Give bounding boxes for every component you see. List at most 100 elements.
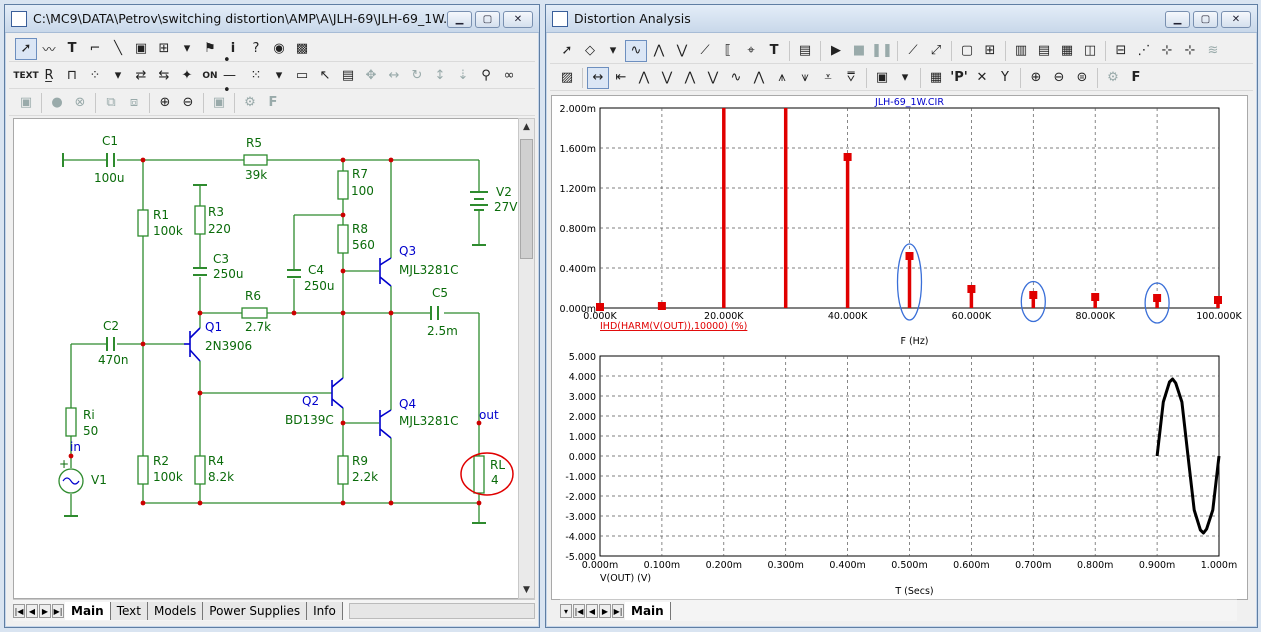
tag-icon[interactable]: ⌖	[747, 43, 755, 58]
component-icon[interactable]: ▣	[19, 95, 33, 110]
connect-icon[interactable]: ⇄	[135, 68, 147, 83]
minor-grid-icon[interactable]: ▦	[1060, 43, 1074, 58]
shape-icon[interactable]: ◇	[585, 43, 595, 58]
zoom-fit-icon[interactable]: ⊜	[1076, 70, 1088, 85]
flag-icon[interactable]: ⚑	[204, 41, 216, 56]
point-line-icon[interactable]: ⤢	[930, 43, 942, 58]
meter-icon[interactable]: ◉	[273, 41, 285, 56]
probe-icon[interactable]: ▩	[295, 41, 309, 56]
bracket-icon[interactable]: ⟦	[724, 43, 732, 58]
tab-main[interactable]: Main	[625, 601, 671, 620]
cursor-mode-icon[interactable]: ↔	[587, 66, 609, 89]
stop-icon[interactable]: ●	[51, 95, 63, 110]
pointer-icon[interactable]: ↖	[319, 68, 331, 83]
valley-icon[interactable]: ⋁	[676, 43, 688, 58]
slope-icon[interactable]: ⟋	[700, 43, 710, 58]
token-alt-icon[interactable]: ⊹	[1184, 43, 1196, 58]
text-tool-icon[interactable]: T	[67, 41, 77, 56]
slope-mode-icon[interactable]: ⋀	[753, 70, 765, 85]
camera-icon[interactable]: ▣	[212, 95, 226, 110]
flip-icon[interactable]: ↕	[434, 68, 446, 83]
global-low-icon[interactable]: ⩛	[801, 70, 809, 85]
token-icon[interactable]: ⊹	[1161, 43, 1173, 58]
on-toggle-icon[interactable]: ON	[202, 70, 218, 81]
select-arrow-icon[interactable]: ➚	[15, 37, 37, 60]
dropdown-icon[interactable]: ▾	[183, 41, 191, 56]
diagonal-wire-icon[interactable]: ╲	[114, 41, 122, 56]
inflection-icon[interactable]: ∿	[730, 70, 742, 85]
chart-icon[interactable]: ▨	[560, 70, 574, 85]
pin-icon[interactable]: ⊓	[66, 68, 78, 83]
global-high-icon[interactable]: ⩚	[778, 70, 786, 85]
window-icon[interactable]: ▢	[960, 43, 974, 58]
schematic-vertical-scrollbar[interactable]: ▲ ▼	[518, 118, 535, 599]
axis-grid-icon[interactable]: ◫	[1083, 43, 1097, 58]
zoom-out-icon[interactable]: ⊖	[182, 95, 194, 110]
dropdown-icon[interactable]: ▾	[114, 68, 122, 83]
scroll-up-icon[interactable]: ▲	[523, 122, 530, 132]
grid-icon[interactable]: ⊞	[984, 43, 996, 58]
pin-connection-icon[interactable]: •—•	[223, 53, 236, 98]
peak-icon[interactable]: ⋀	[653, 43, 665, 58]
dropdown-icon[interactable]: ▾	[901, 70, 909, 85]
scroll-down-icon[interactable]: ▼	[523, 585, 530, 595]
prev-page-icon[interactable]: ◀	[586, 603, 598, 618]
font-icon[interactable]: F	[268, 95, 278, 110]
text-toggle-icon[interactable]: TEXT	[13, 70, 39, 81]
schematic-titlebar[interactable]: C:\MC9\DATA\Petrov\switching distortion\…	[5, 5, 539, 33]
bottom-icon[interactable]: ⩢	[847, 70, 855, 85]
scroll-thumb[interactable]	[520, 139, 533, 259]
tab-info[interactable]: Info	[307, 601, 343, 620]
help-icon[interactable]: ?	[252, 41, 260, 56]
tab-power-supplies[interactable]: Power Supplies	[203, 601, 308, 620]
find-icon[interactable]: ⚲	[481, 68, 491, 83]
schematic-horizontal-scrollbar[interactable]	[348, 602, 535, 619]
stop-icon[interactable]: ■	[852, 43, 866, 58]
curve-tool-icon[interactable]: ∿	[625, 39, 647, 62]
minimize-button[interactable]: ▁	[447, 11, 472, 28]
tab-models[interactable]: Models	[147, 601, 204, 620]
peak-next-icon[interactable]: ⋀	[638, 70, 650, 85]
grid-text-icon[interactable]: ⊞	[158, 41, 170, 56]
dropdown-icon[interactable]: ▾	[609, 43, 617, 58]
prev-page-icon[interactable]: ◀	[26, 603, 38, 618]
properties-icon[interactable]: ▤	[341, 68, 355, 83]
first-page-icon[interactable]: |◀	[13, 603, 25, 618]
maximize-button[interactable]: ▢	[1193, 11, 1218, 28]
swap-icon[interactable]: ⇆	[158, 68, 170, 83]
info-box-icon[interactable]: ▣	[134, 41, 148, 56]
move-icon[interactable]: ✥	[365, 68, 377, 83]
last-page-icon[interactable]: ▶|	[52, 603, 64, 618]
light-icon[interactable]: ✦	[181, 68, 193, 83]
tab-main[interactable]: Main	[65, 601, 111, 620]
run-icon[interactable]: ▶	[831, 43, 841, 58]
properties-icon[interactable]: ▤	[798, 43, 812, 58]
settings-icon[interactable]: ⚙	[244, 95, 256, 110]
y-cursor-icon[interactable]: Y	[1001, 70, 1009, 85]
copy-icon[interactable]: ⧉	[106, 95, 116, 110]
select-arrow-icon[interactable]: ➚	[561, 43, 573, 58]
ruler-icon[interactable]: ≋	[1207, 43, 1219, 58]
valley-next-icon[interactable]: ⋁	[661, 70, 673, 85]
orthogonal-wire-icon[interactable]: ⌐	[89, 41, 101, 56]
mirror-icon[interactable]: ↔	[388, 68, 400, 83]
settings-icon[interactable]: ⚙	[1107, 70, 1119, 85]
dropdown-icon[interactable]: ▾	[275, 68, 283, 83]
first-page-icon[interactable]: |◀	[573, 603, 585, 618]
font-icon[interactable]: F	[1131, 70, 1141, 85]
table-icon[interactable]: ▦	[929, 70, 943, 85]
zoom-in-icon[interactable]: ⊕	[159, 95, 171, 110]
p-key-icon[interactable]: 'P'	[950, 70, 968, 85]
close-button[interactable]: ✕	[503, 11, 533, 28]
zoom-in-icon[interactable]: ⊕	[1030, 70, 1042, 85]
paste-icon[interactable]: ⧈	[129, 95, 139, 110]
text-tool-icon[interactable]: T	[769, 43, 779, 58]
cursor-left-icon[interactable]: ⇤	[615, 70, 627, 85]
low-icon[interactable]: ⋁	[707, 70, 719, 85]
high-icon[interactable]: ⋀	[684, 70, 696, 85]
rotate-icon[interactable]: ↻	[411, 68, 423, 83]
maximize-button[interactable]: ▢	[475, 11, 500, 28]
zoom-out-icon[interactable]: ⊖	[1053, 70, 1065, 85]
